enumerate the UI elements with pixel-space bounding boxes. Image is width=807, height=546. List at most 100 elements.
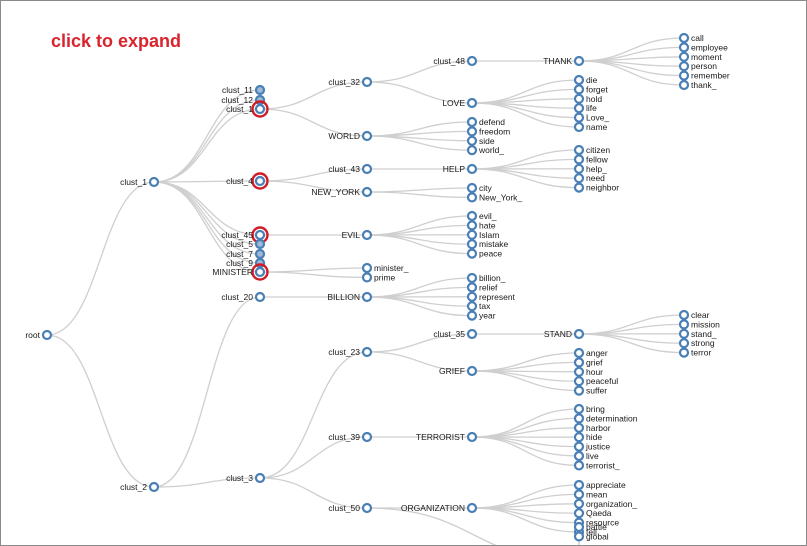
node-circle[interactable]: [254, 84, 266, 96]
node-circle[interactable]: [573, 173, 585, 184]
tree-node-clust-39[interactable]: clust_39: [328, 431, 373, 443]
tree-node-employee[interactable]: employee: [678, 42, 728, 53]
tree-node-prime[interactable]: prime: [361, 272, 396, 283]
tree-node-die[interactable]: die: [573, 74, 598, 86]
node-circle[interactable]: [361, 502, 373, 514]
node-circle[interactable]: [573, 450, 585, 462]
tree-node-clust-35[interactable]: clust_35: [433, 328, 478, 340]
node-circle[interactable]: [573, 508, 585, 519]
tree-node-freedom[interactable]: freedom: [466, 126, 510, 137]
tree-node-thank[interactable]: thank_: [678, 79, 717, 91]
tree-node-neighbor[interactable]: neighbor: [573, 182, 619, 193]
tree-node-year[interactable]: year: [466, 310, 496, 321]
node-circle[interactable]: [466, 145, 478, 156]
node-circle[interactable]: [678, 79, 690, 91]
tree-node-clust-3[interactable]: clust_3: [226, 472, 266, 484]
tree-node-anger[interactable]: anger: [573, 347, 608, 359]
node-circle[interactable]: [573, 521, 585, 533]
tree-node-clust-1[interactable]: clust_1: [226, 100, 269, 118]
tree-node-represent[interactable]: represent: [466, 291, 516, 302]
tree-node-billion[interactable]: BILLION: [327, 291, 373, 303]
tree-node-new-york[interactable]: New_York_: [466, 192, 522, 203]
tree-node-relief[interactable]: relief: [466, 282, 498, 293]
node-circle[interactable]: [254, 248, 266, 260]
node-circle[interactable]: [361, 76, 373, 88]
node-circle[interactable]: [573, 347, 585, 359]
tree-node-mission[interactable]: mission: [678, 319, 720, 330]
tree-node-harbor[interactable]: harbor: [573, 422, 611, 433]
tree-node-fellow[interactable]: fellow: [573, 154, 609, 165]
node-circle[interactable]: [466, 163, 478, 175]
tree-node-life[interactable]: life: [573, 103, 597, 114]
node-circle[interactable]: [361, 431, 373, 443]
node-circle[interactable]: [361, 291, 373, 303]
tree-node-remember[interactable]: remember: [678, 70, 730, 81]
tree-node-help[interactable]: help_: [573, 163, 607, 174]
expand-highlight-ring[interactable]: [251, 172, 269, 190]
node-circle[interactable]: [41, 329, 53, 341]
tree-node-defend[interactable]: defend: [466, 116, 505, 128]
node-circle[interactable]: [466, 220, 478, 231]
node-circle[interactable]: [254, 238, 266, 250]
tree-node-name[interactable]: name: [573, 121, 608, 133]
tree-node-clust-23[interactable]: clust_23: [328, 346, 373, 358]
tree-node-battle[interactable]: battle: [573, 521, 607, 533]
tree-node-grief[interactable]: GRIEF: [439, 365, 478, 377]
tree-node-love[interactable]: LOVE: [442, 97, 478, 109]
tree-node-hate[interactable]: hate: [466, 220, 496, 231]
node-circle[interactable]: [573, 84, 585, 95]
tree-node-thank[interactable]: THANK: [543, 55, 585, 67]
tree-node-evil[interactable]: EVIL: [342, 229, 373, 241]
tree-node-mean[interactable]: mean: [573, 489, 608, 500]
tree-node-stand[interactable]: STAND: [544, 328, 585, 340]
tree-node-person[interactable]: person: [678, 61, 717, 72]
node-circle[interactable]: [466, 248, 478, 259]
node-circle[interactable]: [466, 431, 478, 443]
tree-node-side[interactable]: side: [466, 135, 495, 146]
node-circle[interactable]: [678, 70, 690, 81]
node-circle[interactable]: [466, 55, 478, 67]
node-circle[interactable]: [573, 460, 585, 471]
node-circle[interactable]: [466, 272, 478, 284]
node-circle[interactable]: [678, 319, 690, 330]
tree-node-help[interactable]: HELP: [443, 163, 478, 175]
tree-node-peace[interactable]: peace: [466, 248, 502, 259]
node-circle[interactable]: [466, 126, 478, 137]
node-circle[interactable]: [678, 347, 690, 358]
tree-node-terror[interactable]: terror: [678, 347, 711, 358]
tree-node-clust-43[interactable]: clust_43: [328, 163, 373, 175]
node-circle[interactable]: [254, 175, 266, 187]
node-circle[interactable]: [254, 472, 266, 484]
node-circle[interactable]: [573, 103, 585, 114]
node-circle[interactable]: [466, 97, 478, 109]
tree-node-clust-2[interactable]: clust_2: [120, 481, 160, 493]
node-circle[interactable]: [573, 357, 585, 368]
node-circle[interactable]: [573, 163, 585, 174]
tree-node-minister[interactable]: MINISTER: [212, 263, 269, 281]
tree-node-grief[interactable]: grief: [573, 357, 603, 368]
node-circle[interactable]: [466, 239, 478, 250]
node-circle[interactable]: [148, 176, 160, 188]
tree-node-hold[interactable]: hold: [573, 93, 602, 104]
node-circle[interactable]: [573, 531, 585, 542]
node-circle[interactable]: [678, 338, 690, 349]
node-circle[interactable]: [573, 366, 585, 377]
node-circle[interactable]: [678, 51, 690, 62]
tree-node-clust-48[interactable]: clust_48: [433, 55, 478, 67]
tree-node-bring[interactable]: bring: [573, 403, 605, 415]
tree-node-appreciate[interactable]: appreciate: [573, 479, 626, 491]
node-circle[interactable]: [466, 310, 478, 321]
node-circle[interactable]: [573, 112, 585, 123]
tree-node-organization[interactable]: ORGANIZATION: [401, 502, 478, 514]
tree-node-organization[interactable]: organization_: [573, 498, 637, 509]
tree-node-world[interactable]: world_: [466, 145, 504, 156]
tree-node-suffer[interactable]: suffer: [573, 385, 607, 396]
expand-highlight-ring[interactable]: [251, 100, 269, 118]
node-circle[interactable]: [466, 210, 478, 222]
tree-node-citizen[interactable]: citizen: [573, 144, 610, 156]
node-circle[interactable]: [573, 422, 585, 433]
tree-node-hour[interactable]: hour: [573, 366, 603, 377]
tree-node-clust-4[interactable]: clust_4: [226, 172, 269, 190]
node-circle[interactable]: [573, 413, 585, 424]
node-circle[interactable]: [361, 346, 373, 358]
